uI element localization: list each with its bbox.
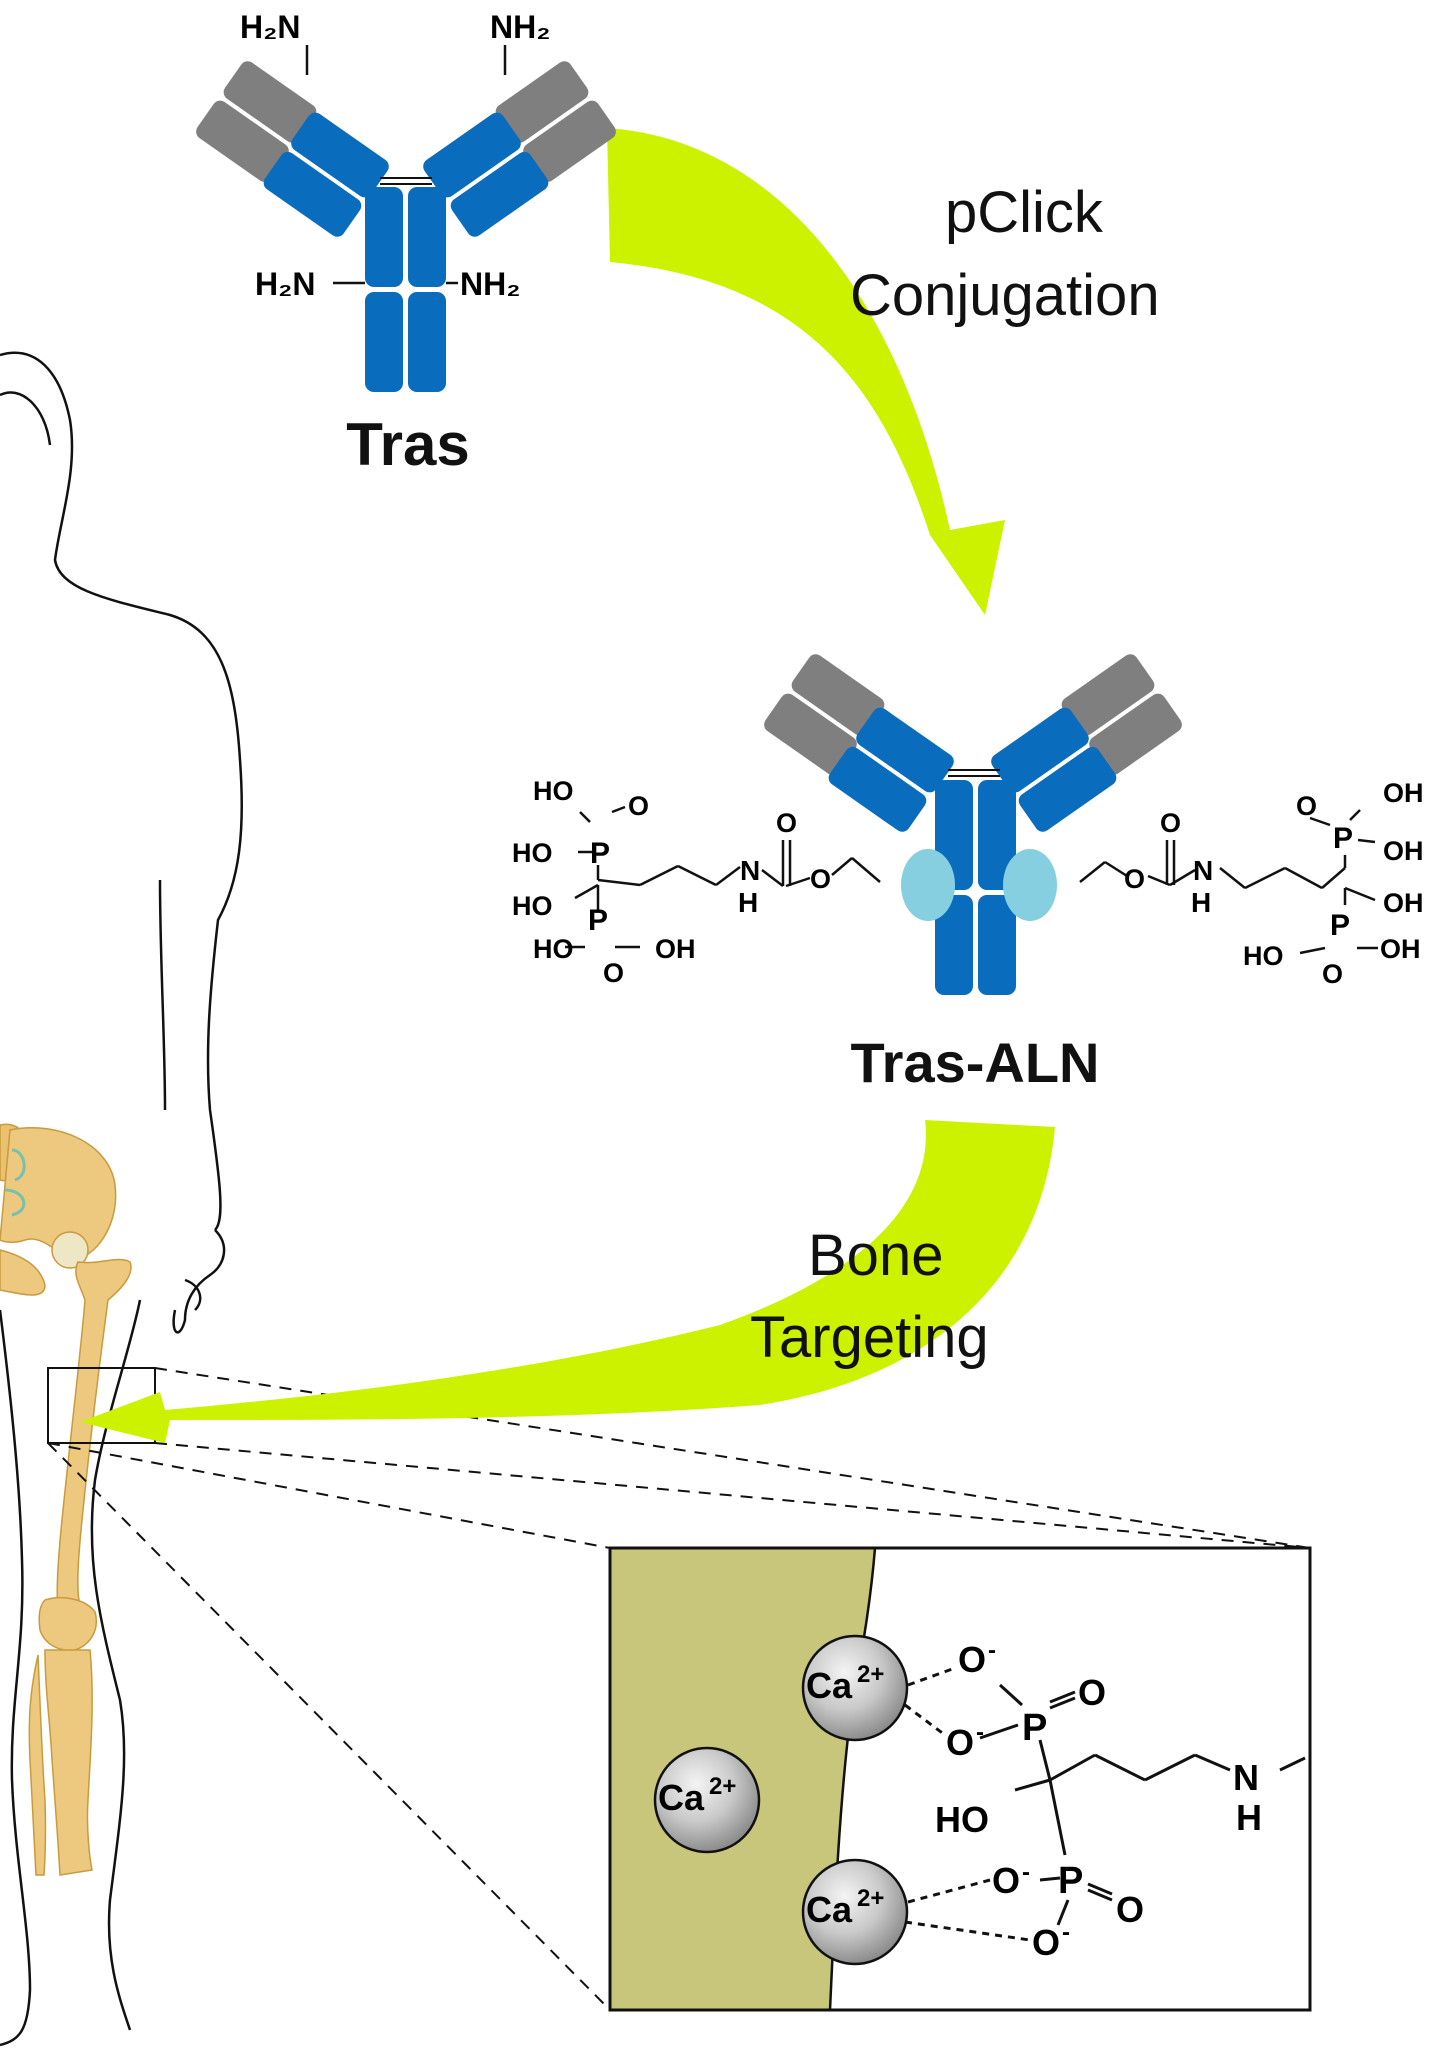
- calcium-ion: [653, 1746, 761, 1854]
- step1-line2: Conjugation: [850, 263, 1160, 328]
- amine-label: H₂N: [240, 9, 300, 45]
- chem-label: Ca: [806, 1665, 853, 1706]
- calcium-ion: [801, 1858, 909, 1966]
- chem-label: HO: [533, 934, 574, 964]
- antibody-tras: H₂N NH₂ H₂N NH₂: [196, 9, 616, 392]
- chem-label: O: [1296, 791, 1317, 821]
- chem-label: OH: [1383, 888, 1424, 918]
- calcium-ion: [801, 1634, 909, 1742]
- chem-label: P: [590, 837, 610, 870]
- chem-label: P: [1330, 909, 1350, 942]
- chem-label: HO: [935, 1799, 989, 1840]
- chem-label: OH: [655, 934, 696, 964]
- amine-label: NH₂: [490, 9, 550, 45]
- chem-label: OH: [1383, 836, 1424, 866]
- amine-label: H₂N: [255, 266, 315, 302]
- chem-label: Ca: [806, 1889, 853, 1930]
- chem-label: O: [776, 808, 797, 838]
- step1-line1: pClick: [945, 180, 1104, 245]
- chem-label: P: [588, 904, 608, 937]
- chem-label: -: [1022, 1859, 1030, 1886]
- label-tras: Tras: [346, 411, 469, 478]
- chem-label: O: [992, 1860, 1020, 1901]
- chem-label: O: [1078, 1672, 1106, 1713]
- chem-label: H: [1236, 1797, 1262, 1838]
- chem-label: O: [946, 1722, 974, 1763]
- chem-label: HO: [512, 838, 553, 868]
- chem-label: -: [976, 1719, 984, 1746]
- conjugation-site: [1003, 849, 1057, 921]
- chem-label: OH: [1380, 934, 1421, 964]
- chem-label: O: [1322, 959, 1343, 989]
- chem-label: Ca: [658, 1777, 705, 1818]
- chem-label: N: [740, 855, 760, 886]
- variable-domain: [196, 100, 289, 183]
- step2-line2: Targeting: [750, 1305, 989, 1370]
- alendronate-linker-left: HO O P HO HO P HO OH O N H O O: [512, 776, 881, 988]
- chem-label: HO: [533, 776, 574, 806]
- chem-label: -: [988, 1637, 996, 1664]
- chem-label: O: [958, 1639, 986, 1680]
- chem-label: P: [1333, 822, 1353, 855]
- chem-label: O: [628, 791, 649, 821]
- chem-label: O: [1032, 1922, 1060, 1963]
- alendronate-linker-right: OH O P OH OH P HO OH O N H O O: [1079, 778, 1424, 989]
- conjugation-site: [901, 849, 955, 921]
- leg-bone-illustration: [0, 1123, 132, 1876]
- chem-label: OH: [1383, 778, 1424, 808]
- bone-targeting-arrow: [80, 1120, 1055, 1443]
- chem-label: O: [810, 864, 831, 894]
- chem-label: O: [1124, 864, 1145, 894]
- chem-label: N: [1193, 855, 1213, 886]
- chem-label: 2+: [857, 1885, 884, 1912]
- chem-label: O: [1116, 1889, 1144, 1930]
- bone-binding-inset: Ca 2+ Ca 2+ Ca 2+ O: [608, 1546, 1312, 2012]
- chem-label: 2+: [709, 1773, 736, 1800]
- step2-line1: Bone: [808, 1223, 943, 1288]
- chem-label: P: [1022, 1707, 1047, 1749]
- chem-label: -: [1062, 1919, 1070, 1946]
- chem-label: H: [738, 887, 758, 918]
- chem-label: 2+: [857, 1661, 884, 1688]
- conjugation-arrow: [607, 128, 1005, 615]
- chem-label: P: [1058, 1860, 1083, 1902]
- chem-label: HO: [512, 891, 553, 921]
- chem-label: N: [1233, 1757, 1259, 1798]
- chem-label: H: [1191, 887, 1211, 918]
- antibody-tras-aln: [764, 654, 1182, 995]
- variable-domain: [223, 61, 317, 143]
- amine-label: NH₂: [460, 266, 520, 302]
- chem-label: O: [603, 958, 624, 988]
- chem-label: HO: [1243, 941, 1284, 971]
- label-tras-aln: Tras-ALN: [851, 1031, 1100, 1094]
- chem-label: O: [1160, 808, 1181, 838]
